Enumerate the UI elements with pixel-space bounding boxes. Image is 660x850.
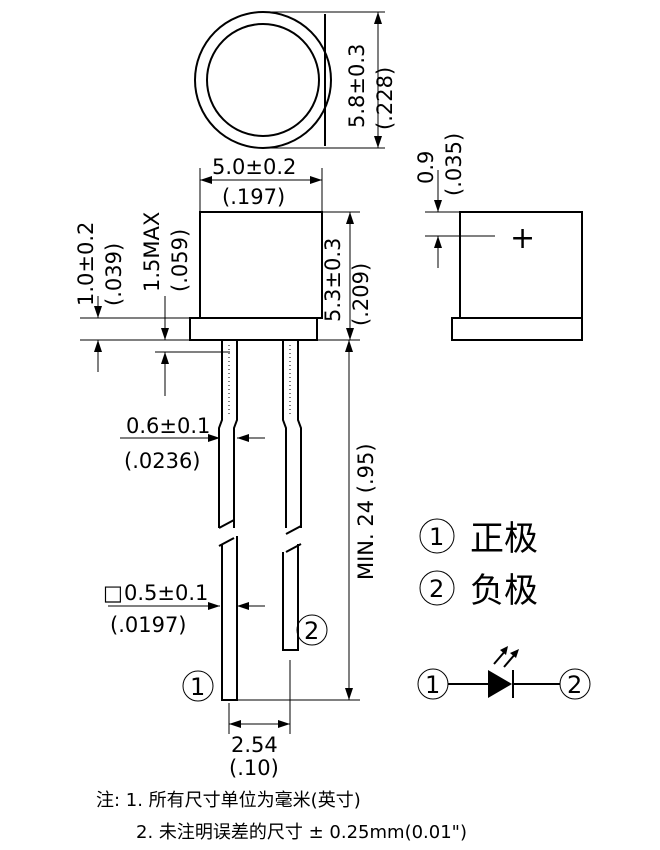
- legend-1-marker: [419, 518, 455, 554]
- lead-square-dim: 0.5±0.1: [124, 581, 208, 605]
- pin-2-label: 2: [304, 617, 319, 645]
- pin-2-marker: [296, 614, 328, 646]
- right-side-view: 0.9 (.035) +: [414, 133, 583, 341]
- led-flange: [189, 317, 318, 341]
- side-view: 5.0±0.2 (.197) 5.3±0.3 (.209) 1.0±0.2 (.…: [74, 155, 373, 396]
- note-line-1: 注: 1. 所有尺寸单位为毫米(英寸): [96, 790, 361, 811]
- lead-length-dim: MIN. 24 (.95): [354, 443, 378, 580]
- lead-square-dim-inch: (.0197): [110, 613, 187, 637]
- leads: 0.6±0.1 (.0236) □ 0.5±0.1 (.0197) MIN. 2…: [103, 339, 378, 780]
- top-view-outer-circle: [194, 11, 332, 149]
- lead-width-dim-inch: (.0236): [124, 449, 201, 473]
- top-view: 5.8±0.3 (.228): [194, 11, 397, 149]
- flange-diameter-dim: 5.8±0.3: [345, 44, 369, 128]
- top-view-inner-circle: [206, 23, 320, 137]
- body-width-dim: 5.0±0.2: [212, 155, 296, 179]
- legend-2-label: 负极: [470, 571, 538, 611]
- standoff-max-dim: 1.5MAX: [140, 212, 164, 292]
- notes: 注: 1. 所有尺寸单位为毫米(英寸) 2. 未注明误差的尺寸 ± 0.25mm…: [96, 790, 467, 843]
- pin-1-label: 1: [190, 673, 205, 701]
- top-offset-dim: 0.9: [414, 151, 438, 184]
- led-body: [199, 211, 323, 319]
- lead-2: [282, 340, 302, 651]
- schematic-pin-2-label: 2: [567, 671, 582, 699]
- schematic-pin-1-label: 1: [425, 671, 440, 699]
- lead-width-dim: 0.6±0.1: [126, 414, 210, 438]
- diode-triangle: [488, 670, 512, 698]
- flange-diameter-dim-inch: (.228): [373, 67, 397, 130]
- legend-1-num: 1: [429, 523, 444, 551]
- side-flange: [451, 317, 583, 341]
- lead-square-symbol: □: [103, 581, 123, 605]
- emission-arrows-icon: [493, 646, 519, 668]
- legend-1-label: 正极: [470, 519, 538, 559]
- pitch-dim-inch: (.10): [229, 756, 279, 780]
- body-width-dim-inch: (.197): [222, 185, 285, 209]
- top-offset-dim-inch: (.035): [442, 133, 466, 196]
- body-height-dim: 5.3±0.3: [321, 238, 345, 322]
- note-line-2: 2. 未注明误差的尺寸 ± 0.25mm(0.01"): [136, 822, 467, 843]
- schematic-pin-2-marker: [559, 668, 591, 700]
- flange-thickness-dim: 1.0±0.2: [74, 222, 98, 306]
- legend-2-marker: [419, 570, 455, 606]
- led-schematic: 1 2: [417, 646, 591, 700]
- anode-plus-sign: +: [510, 221, 535, 256]
- pitch-dim: 2.54: [231, 733, 278, 757]
- standoff-max-dim-inch: (.059): [168, 229, 192, 292]
- body-height-dim-inch: (.209): [349, 263, 373, 326]
- legend-2-num: 2: [429, 575, 444, 603]
- lead-1: [218, 340, 238, 701]
- pin-1-marker: [182, 670, 214, 702]
- pin-legend: 1 正极 2 负极: [419, 518, 538, 611]
- side-body: [459, 211, 583, 319]
- flange-thickness-dim-inch: (.039): [102, 243, 126, 306]
